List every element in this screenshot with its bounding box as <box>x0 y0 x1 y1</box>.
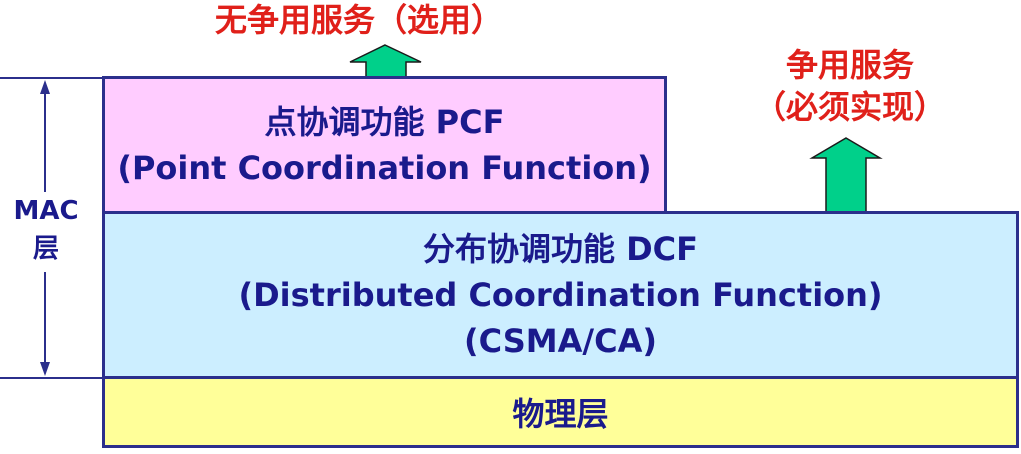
mac-span-double-arrow <box>40 80 50 376</box>
contention-service-label: 争用服务 （必须实现） <box>740 44 960 128</box>
dcf-protocol: (CSMA/CA) <box>464 322 657 360</box>
mac-layer-label-line2: 层 <box>32 234 59 264</box>
physical-layer-box: 物理层 <box>102 376 1019 448</box>
physical-layer-label: 物理层 <box>512 395 609 433</box>
dcf-title: 分布协调功能 DCF <box>422 230 699 268</box>
pcf-subtitle: (Point Coordination Function) <box>117 149 652 187</box>
pcf-layer-box: 点协调功能 PCF (Point Coordination Function) <box>102 76 667 214</box>
noncontention-service-label: 无争用服务（选用） <box>215 1 504 39</box>
mac-layer-label: MAC 层 <box>4 192 88 268</box>
pcf-title: 点协调功能 PCF <box>264 103 505 141</box>
dcf-subtitle: (Distributed Coordination Function) <box>238 276 883 314</box>
contention-service-line1: 争用服务 <box>785 46 914 84</box>
dcf-layer-box: 分布协调功能 DCF (Distributed Coordination Fun… <box>102 211 1019 379</box>
mac-layer-label-line1: MAC <box>13 196 79 226</box>
contention-service-line2: （必须实现） <box>753 88 946 126</box>
